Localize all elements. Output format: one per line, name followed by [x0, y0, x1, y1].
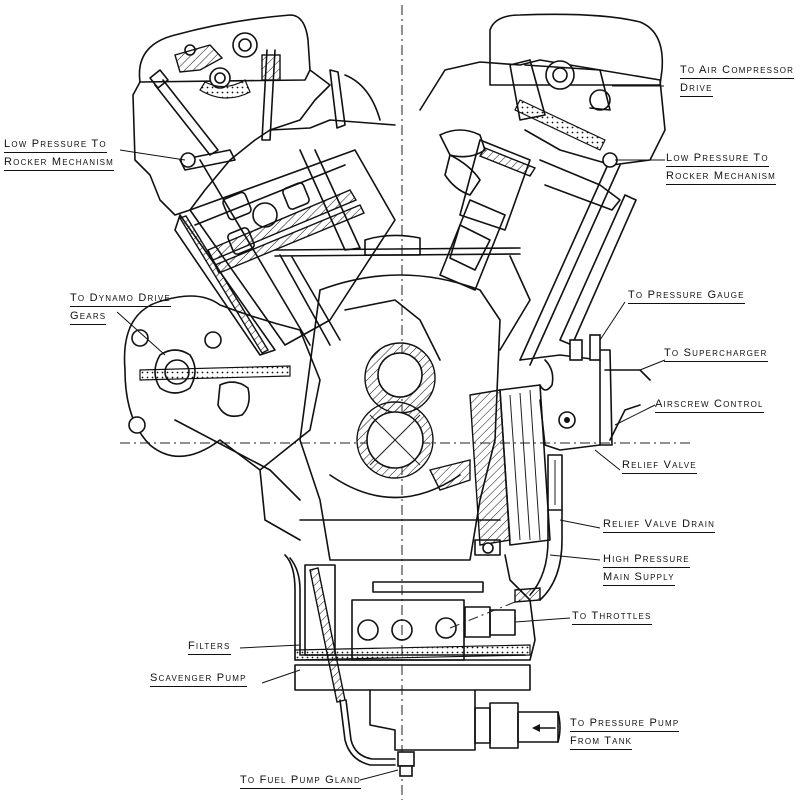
- label-fuel-pump-gland: To Fuel Pump Gland: [240, 774, 362, 792]
- left-rocker-cover: [132, 14, 331, 216]
- label-scavenger-pump: Scavenger Pump: [150, 672, 247, 690]
- left-cylinder-bank: [174, 149, 396, 356]
- leader-lines: [116, 85, 666, 781]
- label-high-pressure-main-supply: High Pressure Main Supply: [603, 553, 690, 589]
- oil-sump: [284, 554, 541, 703]
- label-relief-valve-drain: Relief Valve Drain: [603, 518, 716, 536]
- oil-gallery: [274, 234, 531, 351]
- label-low-pressure-rocker-left: Low Pressure To Rocker Mechanism: [4, 138, 115, 174]
- left-inlet-port: [269, 69, 396, 131]
- label-low-pressure-rocker-right: Low Pressure To Rocker Mechanism: [666, 152, 777, 188]
- pressure-pump-body: [369, 689, 561, 751]
- label-filters: Filters: [188, 640, 231, 658]
- label-airscrew-control: Airscrew Control: [655, 398, 764, 416]
- right-rocker-cover: [419, 13, 666, 166]
- label-air-compressor-drive: To Air Compressor Drive: [680, 64, 795, 100]
- label-pressure-pump-from-tank: To Pressure Pump From Tank: [570, 717, 680, 753]
- label-pressure-gauge: To Pressure Gauge: [628, 289, 745, 307]
- relief-valve-assembly: [519, 334, 651, 511]
- label-throttles: To Throttles: [572, 610, 652, 628]
- oil-filter-column: [469, 384, 551, 556]
- label-relief-valve: Relief Valve: [622, 459, 697, 477]
- fuel-pump-gland-pipe: [339, 699, 415, 777]
- label-dynamo-drive-gears: To Dynamo Drive Gears: [70, 292, 171, 328]
- high-pressure-main-pipe: [529, 509, 563, 601]
- dynamo-drive-housing: [123, 295, 321, 541]
- left-valves: [154, 49, 281, 171]
- crankcase: [299, 274, 501, 561]
- label-supercharger: To Supercharger: [664, 347, 768, 365]
